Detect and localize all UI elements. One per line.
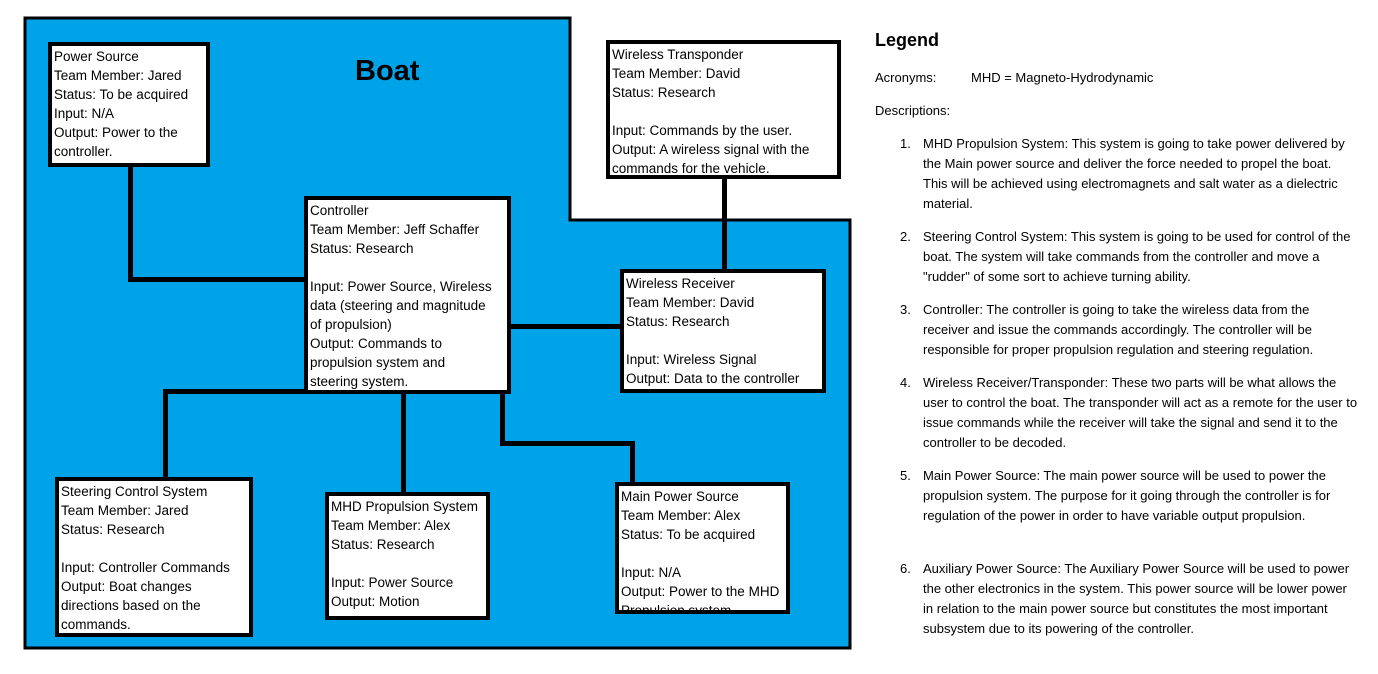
box-line: commands for the vehicle.: [612, 161, 770, 176]
box-line: Team Member: Alex: [331, 518, 451, 533]
legend-item: 4. Wireless Receiver/Transponder: These t…: [900, 373, 1360, 453]
box-line: controller.: [54, 144, 113, 159]
acronyms-label: Acronyms:: [875, 70, 937, 85]
legend-item-text: MHD Propulsion System: This system is go…: [923, 136, 1345, 211]
box-line: [61, 539, 247, 558]
legend-item: 3. Controller: The controller is going to…: [900, 300, 1360, 360]
box-line: directions based on the: [61, 598, 201, 613]
connector-controller-receiver: [508, 324, 622, 329]
connector-steering-h: [163, 389, 306, 394]
box-line: Power Source: [54, 49, 139, 64]
box-line: Team Member: Jared: [61, 503, 189, 518]
box-line: Status: Research: [61, 522, 165, 537]
box-line: Team Member: Jeff Schaffer: [310, 222, 480, 237]
box-line: Input: Commands by the user.: [612, 123, 793, 138]
box-line: MHD Propulsion System: [331, 499, 479, 514]
box-line: Wireless Transponder: [612, 47, 744, 62]
legend-item-number: 1.: [900, 136, 911, 151]
box-line: Input: Power Source: [331, 575, 454, 590]
box-line: Propulsion system.: [621, 603, 736, 614]
box-line: Steering Control System: [61, 484, 208, 499]
connector-mhd: [401, 391, 406, 494]
legend-item-text: Auxiliary Power Source: The Auxiliary Po…: [923, 561, 1350, 636]
legend-item-text: Wireless Receiver/Transponder: These two…: [923, 375, 1358, 450]
box-line: Output: A wireless signal with the: [612, 142, 810, 157]
box-line: Main Power Source: [621, 489, 739, 504]
box-line: Output: Power to the MHD: [621, 584, 780, 599]
legend-item-number: 4.: [900, 375, 911, 390]
box-line: Status: To be acquired: [621, 527, 756, 542]
box-line: Controller: [310, 203, 369, 218]
box-line: Output: Data to the controller: [626, 371, 800, 386]
box-line: of propulsion): [310, 317, 392, 332]
box-line: Input: Controller Commands: [61, 560, 230, 575]
box-line: Status: Research: [331, 537, 435, 552]
box-line: Input: N/A: [621, 565, 682, 580]
descriptions-label: Descriptions:: [875, 103, 951, 118]
box-line: [310, 258, 505, 277]
connector-main-power-v2: [630, 441, 635, 484]
box-line: Team Member: David: [612, 66, 741, 81]
box-line: Status: Research: [612, 85, 716, 100]
legend-item-number: 2.: [900, 229, 911, 244]
box-line: Output: Boat changes: [61, 579, 192, 594]
box-line: Wireless Receiver: [626, 276, 735, 291]
box-line: propulsion system and: [310, 355, 446, 370]
legend-item-text: Steering Control System: This system is …: [923, 229, 1351, 284]
connector-main-power-v1: [500, 391, 505, 446]
boat-title: Boat: [355, 55, 420, 87]
box-line: [626, 331, 820, 350]
box-line: steering system.: [310, 374, 409, 389]
box-line: Output: Power to the: [54, 125, 178, 140]
legend-item: 5. Main Power Source: The main power sour…: [900, 466, 1360, 526]
box-line: Status: Research: [626, 314, 730, 329]
legend-item-number: 5.: [900, 468, 911, 483]
legend-item-text: Main Power Source: The main power source…: [923, 468, 1331, 523]
connector-power-source-h: [128, 277, 306, 282]
connector-power-source: [128, 164, 133, 282]
box-line: [331, 554, 484, 573]
box-line: [621, 544, 784, 563]
box-line: Output: Commands to: [310, 336, 443, 351]
box-line: Status: Research: [310, 241, 414, 256]
box-line: Team Member: Jared: [54, 68, 182, 83]
legend-item: 6. Auxiliary Power Source: The Auxiliary …: [900, 559, 1360, 639]
legend-item-number: 3.: [900, 302, 911, 317]
box-line: Team Member: Alex: [621, 508, 741, 523]
legend-item-text: Controller: The controller is going to t…: [923, 302, 1314, 357]
box-line: Input: Wireless Signal: [626, 352, 757, 367]
box-line: commands.: [61, 617, 131, 632]
connector-transponder-receiver: [722, 176, 727, 271]
box-line: Status: To be acquired: [54, 87, 189, 102]
legend-title: Legend: [875, 30, 940, 50]
legend-item: 2. Steering Control System: This system i…: [900, 227, 1360, 287]
acronyms-value: MHD = Magneto-Hydrodynamic: [971, 70, 1154, 85]
box-line: [612, 102, 835, 121]
legend-item-number: 6.: [900, 561, 911, 576]
connector-main-power-h: [500, 441, 635, 446]
box-line: data (steering and magnitude: [310, 298, 486, 313]
box-line: Input: N/A: [54, 106, 115, 121]
box-line: Team Member: David: [626, 295, 755, 310]
box-line: Input: Power Source, Wireless: [310, 279, 492, 294]
legend-item: 1. MHD Propulsion System: This system is …: [900, 134, 1360, 214]
box-line: Output: Motion: [331, 594, 420, 609]
connector-steering-v: [163, 389, 168, 479]
